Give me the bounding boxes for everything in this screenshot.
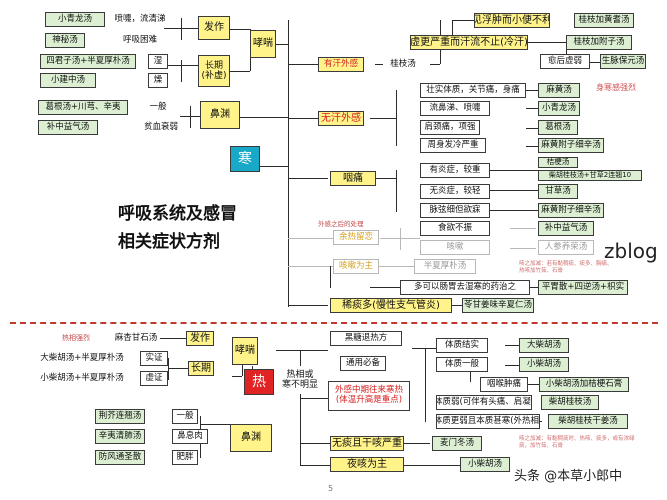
- throat-3: 脉弦细但欲寐: [420, 203, 490, 218]
- throat-2: 无炎症，较轻: [420, 184, 490, 199]
- cold-side-note: 咳之加减：若有黏稠痰、痰多、胸痛、热咳加竹茹、石膏: [519, 261, 613, 275]
- heat-longterm: 长期: [188, 361, 214, 376]
- throat-2r: 甘草汤: [538, 184, 578, 199]
- nosweat-1: 壮实体质，关节痛，身痛: [420, 83, 526, 98]
- throat-3r: 麻黄附子细辛汤: [538, 203, 604, 218]
- lingering-2: 咳嗽: [420, 240, 490, 255]
- author-watermark: 头条 @本草小郎中: [514, 469, 623, 484]
- heat-h2b: 咽喉肿痛: [480, 377, 528, 392]
- lingering-1: 食欲不振: [420, 221, 490, 236]
- heat-attack: 发作: [186, 331, 214, 346]
- heat-h3: 体质弱(可伴有头痛、肩凝): [436, 395, 532, 410]
- heat-side-note: 咳之加减：有黏稠痰时、热咳、痰多，或有浓绿痰，加竹茹、石膏: [519, 436, 635, 450]
- throat-1r1: 桔梗汤: [538, 157, 578, 168]
- heat-h3r: 柴胡桂枝汤: [541, 395, 599, 410]
- hot-box: 热相或 寒不明显: [276, 366, 324, 394]
- universal: 通用必备: [340, 356, 386, 371]
- page-subtitle: 相关症状方剂: [118, 232, 220, 252]
- lingering-heat: 余热留恋: [333, 230, 379, 245]
- cold-wheeze-label: 哮喘: [250, 30, 276, 58]
- phlegm-label: 稀痰多(慢性支气管炎): [330, 298, 452, 313]
- heat-label: 热: [244, 369, 274, 395]
- night-cough: 夜咳为主: [330, 457, 404, 472]
- heat-n3: 防风通圣散: [95, 450, 145, 465]
- heat-h4r: 柴胡桂枝干姜汤: [548, 414, 628, 429]
- sweat-3: 愈后虚弱: [540, 54, 590, 69]
- sweat-1: 见浮肿而小便不利: [474, 13, 550, 28]
- nosweat-4: 周身发冷严重: [420, 138, 486, 153]
- cold-n1: 葛根汤+川芎、辛夷: [38, 100, 128, 115]
- dry-cough: 无痰且干咳严重: [330, 436, 404, 451]
- page-title: 呼吸系统及感冒: [118, 204, 237, 224]
- heat-h4: 体质更弱且本质甚寒(外热相): [436, 414, 540, 429]
- half-exterior: 外感中期往来寒热 (体温升高是重点): [328, 381, 410, 411]
- nosweat-1r: 麻黄汤: [538, 83, 580, 98]
- cough-main: 咳嗽为主: [333, 259, 379, 274]
- cold-n2: 补中益气汤: [38, 120, 98, 135]
- cold-nose-label: 鼻渊: [200, 101, 240, 129]
- cold-w2d: 呼吸困难: [110, 33, 170, 48]
- heat-h2br: 小柴胡汤加桔梗石膏: [539, 377, 629, 392]
- cold-w3d: 湿: [148, 54, 168, 69]
- cold-label: 寒: [230, 146, 260, 172]
- nosweat-label: 无汗外感: [318, 111, 364, 126]
- throat-label: 咽痛: [330, 171, 376, 186]
- cold-w1d: 喷嚏，流清涕: [110, 12, 170, 27]
- lingering-2r: 人参养荣汤: [538, 240, 594, 255]
- sweat-3r: 生脉保元汤: [600, 54, 646, 69]
- cold-longterm: 长期 (补虚): [198, 55, 230, 87]
- cough-main-r: 半夏厚朴汤: [414, 259, 476, 274]
- heat-wheeze-label: 哮喘: [232, 337, 258, 365]
- sweat-2r: 桂枝加附子汤: [566, 35, 632, 50]
- brown-sugar: 黑糖退热方: [330, 331, 402, 346]
- heat-l1d: 实证: [140, 351, 168, 366]
- page-number: 5: [328, 484, 334, 493]
- cold-w3: 四君子汤+半夏厚朴汤: [40, 54, 136, 69]
- stomach-note: 多可以肠胃去湿寒的药治之: [400, 280, 530, 295]
- cold-n2d: 贫血衰弱: [138, 120, 184, 135]
- heat-n2d: 鼻息肉: [172, 429, 208, 444]
- heat-a1: 麻杏甘石汤: [112, 331, 160, 346]
- cold-w1: 小青龙汤: [45, 12, 105, 27]
- sweat-2: 虚更严重而汗流不止(冷汗): [410, 35, 528, 50]
- heat-l2d: 虚证: [140, 371, 168, 386]
- throat-1r2: 柴胡桂枝汤+甘草2连翘10: [538, 170, 642, 181]
- nosweat-3r: 葛根汤: [538, 120, 578, 135]
- nosweat-3: 肩颈痛，项强: [420, 120, 480, 135]
- heat-n1d: 一般: [172, 409, 198, 424]
- heat-l1: 大柴胡汤+半夏厚朴汤: [34, 351, 130, 366]
- heat-n2: 辛夷清肺汤: [95, 429, 145, 444]
- cold-n1d: 一般: [138, 100, 178, 115]
- heat-h2r: 小柴胡汤: [519, 357, 569, 372]
- heat-n3d: 肥胖: [172, 450, 198, 465]
- mahuang-note: 身寒感强烈: [596, 83, 636, 92]
- cold-w4: 小建中汤: [40, 73, 96, 88]
- zblog-watermark: zblog: [604, 239, 658, 263]
- phlegm-r: 苓甘姜味辛夏仁汤: [462, 298, 534, 313]
- throat-1: 有炎症，较重: [420, 163, 490, 178]
- dry-cough-r: 麦门冬汤: [432, 436, 482, 451]
- nosweat-2: 流鼻涕、喷嚏: [420, 101, 490, 116]
- sweat-label: 有汗外感: [318, 57, 364, 72]
- heat-l2: 小柴胡汤+半夏厚朴汤: [34, 371, 130, 386]
- heat-nose-label: 鼻渊: [230, 424, 272, 452]
- heat-n1: 荆芥连翘汤: [95, 409, 145, 424]
- cold-w2: 神秘汤: [45, 33, 85, 48]
- cold-w4d: 燥: [148, 73, 168, 88]
- post-note: 外感之后的处理: [318, 220, 364, 228]
- sweat-guizhi: 桂枝汤: [383, 57, 423, 72]
- nosweat-2r: 小青龙汤: [538, 101, 580, 116]
- heat-h2: 体质一般: [436, 357, 488, 372]
- cold-attack: 发作: [198, 16, 230, 40]
- heat-h1r: 大柴胡汤: [519, 338, 569, 353]
- sweat-1r: 桂枝加黄耆汤: [574, 13, 634, 28]
- stomach-r: 平胃散+四逆汤+枳实: [538, 280, 628, 295]
- heat-strong-note: 热相强烈: [62, 334, 90, 342]
- heat-h1: 体质结实: [436, 338, 488, 353]
- lingering-1r: 补中益气汤: [538, 221, 594, 236]
- nosweat-4r: 麻黄附子细辛汤: [538, 138, 604, 153]
- night-cough-r: 小柴胡汤: [460, 457, 510, 472]
